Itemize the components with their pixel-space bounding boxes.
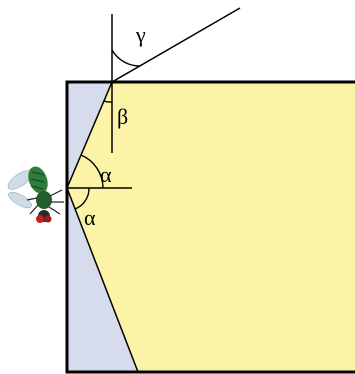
beta-arc xyxy=(103,100,113,103)
gamma-arc xyxy=(111,49,141,67)
gamma-label: γ xyxy=(135,22,146,47)
glass-block-outline xyxy=(65,80,355,374)
ray-inside-upper xyxy=(66,81,113,189)
beta-label: β xyxy=(117,104,128,129)
alpha-lower-label: α xyxy=(84,205,96,230)
fly-icon xyxy=(7,166,64,223)
ray-refracted-exit xyxy=(111,7,241,83)
alpha-upper-label: α xyxy=(100,162,112,187)
ray-inside-lower xyxy=(66,187,139,373)
alpha-upper-arc xyxy=(80,154,104,189)
shadow-region xyxy=(67,82,138,372)
alpha-lower-arc xyxy=(74,187,90,210)
